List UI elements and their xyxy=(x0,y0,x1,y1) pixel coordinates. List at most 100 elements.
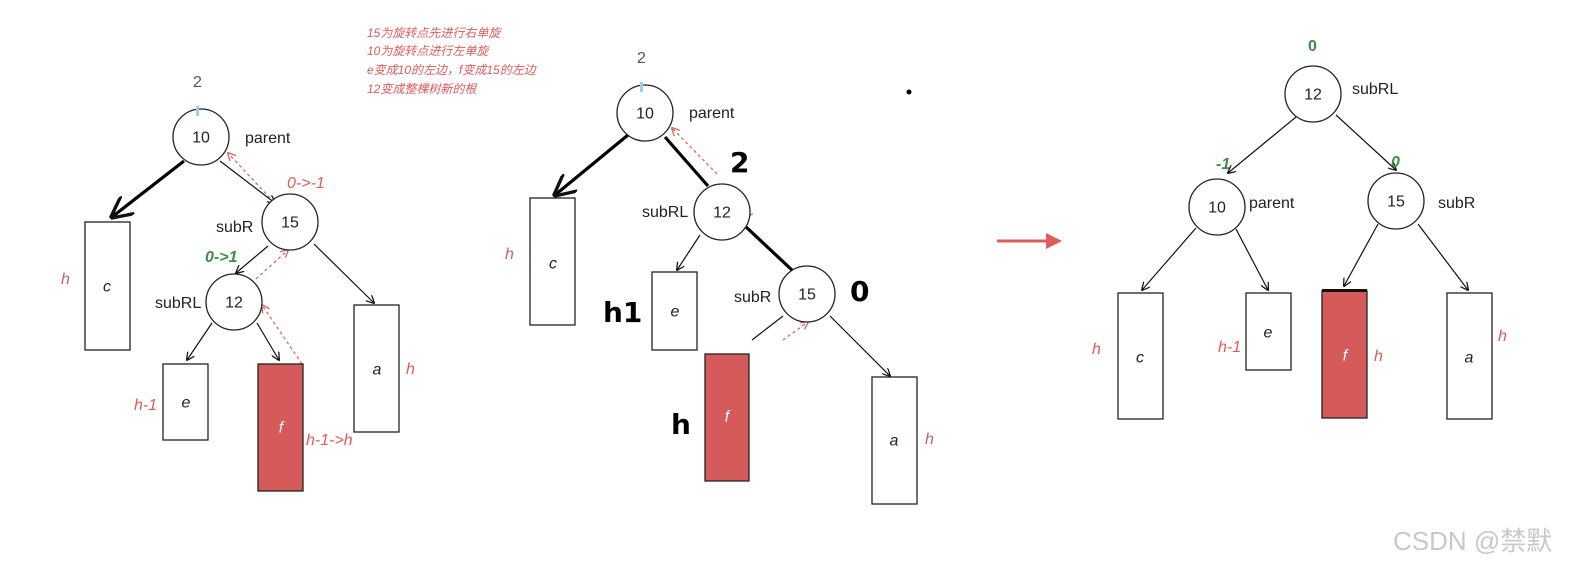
node-10-label: 10 xyxy=(1208,200,1226,217)
edge-10-12 xyxy=(663,135,710,188)
node-10 xyxy=(172,108,230,166)
subtree-e xyxy=(162,363,209,441)
node-10 xyxy=(616,84,674,142)
height-f: h xyxy=(1374,348,1383,365)
transition-arrow xyxy=(997,233,1062,249)
dash-f-15 xyxy=(782,322,808,341)
subtree-a-label: a xyxy=(373,362,382,379)
label-subR: subR xyxy=(734,289,771,306)
node-12 xyxy=(1284,65,1342,123)
edge-10-c xyxy=(112,159,185,217)
height-f: h-1->h xyxy=(306,432,353,449)
label-parent: parent xyxy=(245,130,291,147)
edge-10-e xyxy=(1235,228,1268,290)
subtree-a-label: a xyxy=(1465,350,1474,367)
label-subRL: subRL xyxy=(1352,81,1398,98)
bf-mid-parent: 2 xyxy=(637,50,646,67)
bf-marker xyxy=(640,82,643,92)
height-a: h xyxy=(925,431,934,448)
bf-mid-hand-2: 2 xyxy=(730,146,749,179)
subtree-e-label: e xyxy=(182,395,191,412)
edge-15-12 xyxy=(236,245,269,273)
subtree-a xyxy=(1446,292,1493,420)
dash-f-12 xyxy=(262,305,303,365)
subtree-f xyxy=(257,363,304,492)
node-10-label: 10 xyxy=(192,130,210,147)
note-line-3: e变成10的左边，f变成15的左边 xyxy=(367,63,538,77)
bf-mid-hand-0: 0 xyxy=(850,275,869,308)
node-12 xyxy=(205,273,263,331)
node-15 xyxy=(1367,172,1425,230)
height-e-hand: h1 xyxy=(603,296,642,329)
node-12-label: 12 xyxy=(1304,87,1322,104)
edge-10-c xyxy=(555,133,630,195)
bf-left-subRL: 0->1 xyxy=(205,249,238,266)
label-subRL: subRL xyxy=(642,204,688,221)
subtree-c xyxy=(84,221,131,351)
node-12-label: 12 xyxy=(713,205,731,222)
edge-15-f xyxy=(751,315,784,341)
node-10 xyxy=(1188,178,1246,236)
subtree-e xyxy=(1245,292,1292,371)
dash-12-15 xyxy=(255,250,288,280)
note-line-4: 12变成整棵树新的根 xyxy=(367,82,477,96)
dash-15-10 xyxy=(228,153,271,199)
subtree-e-label: e xyxy=(1264,325,1273,342)
subtree-f-label: f xyxy=(1343,348,1349,365)
bf-right-subRL: 0 xyxy=(1308,38,1317,55)
node-15 xyxy=(778,265,836,323)
label-subR: subR xyxy=(1438,195,1475,212)
height-c: h xyxy=(61,271,70,288)
bf-right-parent: -1 xyxy=(1216,156,1230,173)
label-parent: parent xyxy=(689,105,735,122)
label-subR: subR xyxy=(216,219,253,236)
bf-marker xyxy=(196,106,199,116)
subtree-a xyxy=(871,376,918,505)
height-a: h xyxy=(406,361,415,378)
note-line-1: 15为旋转点先进行右单旋 xyxy=(367,26,502,40)
subtree-c-label: c xyxy=(103,279,111,296)
subtree-f xyxy=(704,353,750,482)
label-subRL: subRL xyxy=(155,295,201,312)
height-c: h xyxy=(505,246,514,263)
subtree-c-label: c xyxy=(549,256,557,273)
edge-15-a xyxy=(313,243,374,303)
edge-12-e xyxy=(187,322,213,360)
subtree-c xyxy=(1117,292,1164,420)
edge-10-c xyxy=(1142,227,1197,290)
bf-left-subR: 0->-1 xyxy=(287,175,325,192)
dash-12-10 xyxy=(672,128,718,175)
node-12-label: 12 xyxy=(225,295,243,312)
subtree-e-label: e xyxy=(671,304,680,321)
stray-dot xyxy=(906,89,912,95)
bf-left-parent: 2 xyxy=(193,74,202,91)
edge-12-f xyxy=(256,322,279,360)
node-12 xyxy=(693,183,751,241)
edge-12-10 xyxy=(1228,116,1297,173)
subtree-f-top xyxy=(1322,289,1367,292)
height-f-hand: h xyxy=(671,408,691,441)
tree-before: 10 15 12 parent subR subRL 2 0->-1 0->1 … xyxy=(61,74,415,492)
node-15-label: 15 xyxy=(1387,194,1405,211)
edge-15-a xyxy=(829,315,890,376)
edge-12-15 xyxy=(743,224,795,273)
height-a: h xyxy=(1498,328,1507,345)
node-10-label: 10 xyxy=(636,106,654,123)
tree-middle: 10 12 15 parent subRL subR 2 2 0 c e f a… xyxy=(505,50,934,505)
node-15-label: 15 xyxy=(798,287,816,304)
watermark: CSDN @禁默 xyxy=(1393,526,1552,556)
edge-12-e xyxy=(677,234,701,270)
subtree-c xyxy=(529,197,576,326)
subtree-f-label: f xyxy=(725,409,731,426)
edge-15-a xyxy=(1417,223,1468,290)
height-e: h-1 xyxy=(134,397,157,414)
height-c: h xyxy=(1092,341,1101,358)
edge-15-f xyxy=(1344,223,1379,286)
edge-10-15 xyxy=(219,160,275,203)
subtree-c-label: c xyxy=(1136,350,1144,367)
tree-after: 12 10 15 subRL parent subR 0 -1 0 c e f … xyxy=(1092,38,1507,420)
node-15 xyxy=(261,193,319,251)
subtree-a-label: a xyxy=(890,433,899,450)
subtree-e xyxy=(651,271,698,351)
